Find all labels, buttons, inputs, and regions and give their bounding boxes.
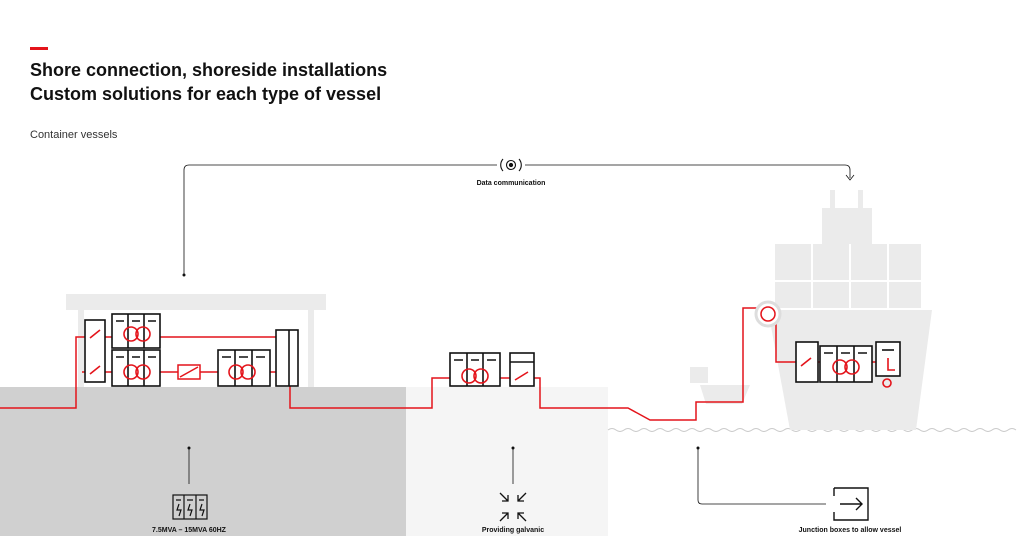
page-title: Shore connection, shoreside installation…	[30, 60, 388, 80]
power-cable-main	[0, 307, 762, 421]
callout-dot-junction	[696, 446, 700, 450]
ship-load-panel	[875, 341, 901, 388]
callout-dot-power	[187, 446, 191, 450]
container-ship	[690, 190, 932, 430]
compress-arrows-icon	[499, 492, 527, 522]
exit-arrow-icon	[833, 487, 869, 521]
callout-line-junction	[697, 448, 826, 505]
data-communication-line	[183, 164, 851, 274]
ship-switchboard	[795, 341, 819, 383]
transformer-bank-lower	[111, 349, 161, 387]
power-rating-label: 7.5MVA – 15MVA 60HZ	[152, 527, 226, 534]
water-surface	[607, 428, 1017, 432]
data-line-arrowhead	[845, 174, 855, 181]
switchgear-left	[84, 319, 106, 383]
junction-label: Junction boxes to allow vessel	[798, 527, 902, 534]
substation-building	[66, 294, 326, 387]
page-subtitle: Custom solutions for each type of vessel	[30, 84, 382, 104]
output-transformer	[217, 349, 271, 387]
outlet-panel	[275, 329, 299, 387]
transformer-bank-upper	[111, 313, 161, 349]
wireless-signal-icon	[500, 158, 522, 172]
data-line-endpoint	[182, 273, 186, 277]
galvanic-label: Providing galvanic	[481, 527, 545, 534]
frequency-converter	[177, 364, 201, 380]
quay-transformer	[449, 352, 501, 387]
callout-dot-galvanic	[511, 446, 515, 450]
vessel-type-label: Container vessels	[30, 129, 118, 141]
quay-area	[406, 387, 608, 536]
ship-transformer	[819, 345, 873, 383]
quay-switchgear	[509, 352, 535, 387]
data-communication-label: Data communication	[476, 180, 546, 187]
accent-bar	[30, 47, 48, 50]
power-converter-icon	[172, 494, 208, 520]
cable-reel	[754, 300, 782, 328]
